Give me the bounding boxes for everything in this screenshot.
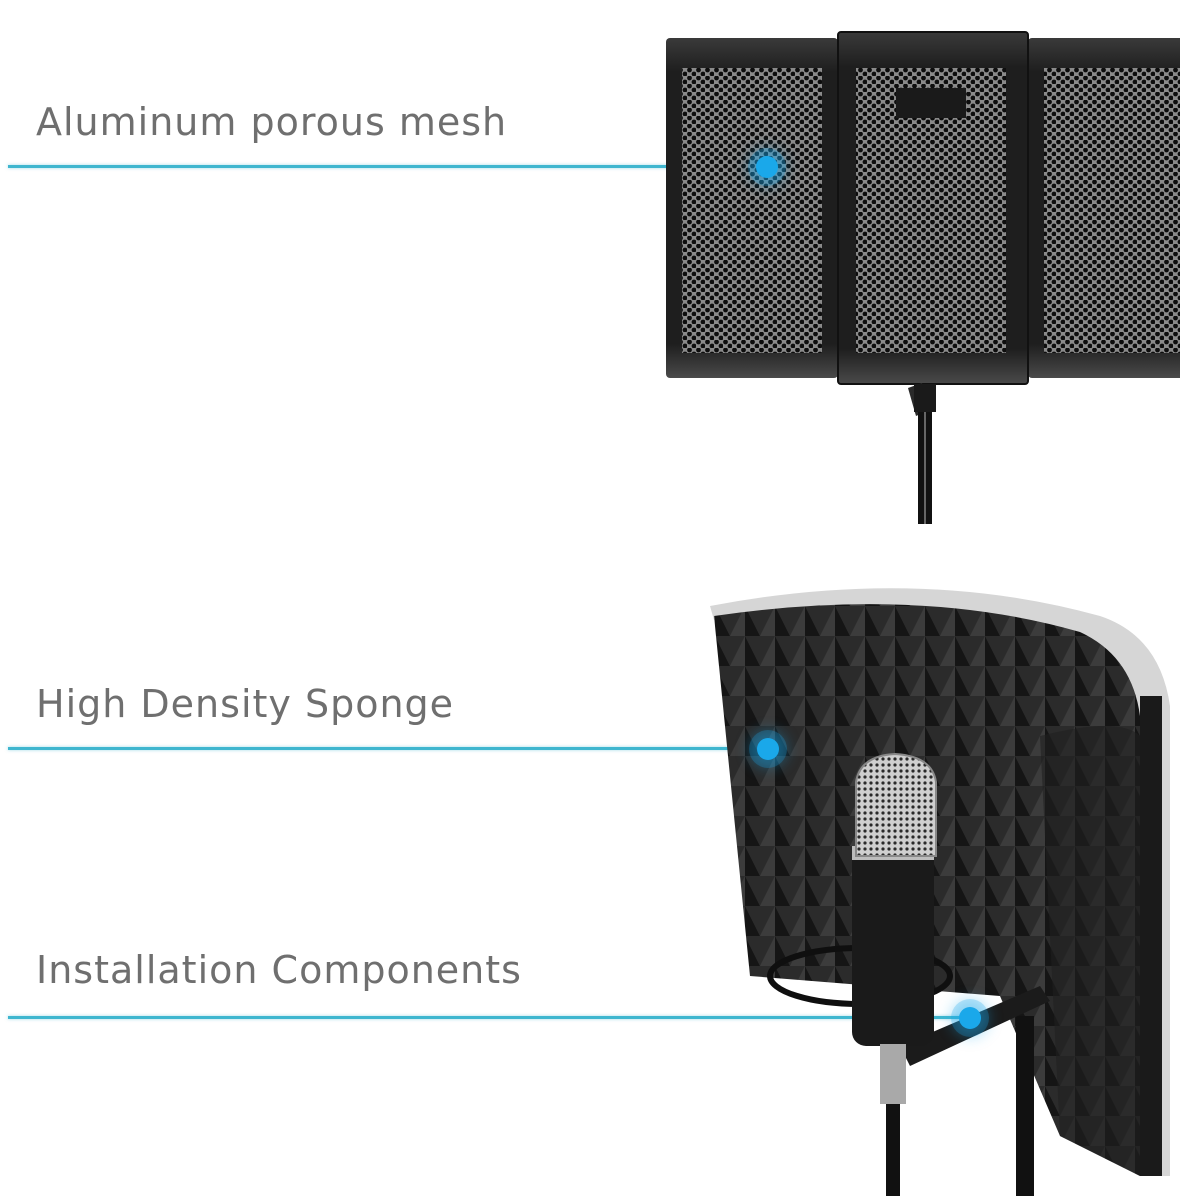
feature-label-high-density-sponge: High Density Sponge (36, 682, 455, 726)
callout-line-installation-components (8, 1016, 968, 1019)
feature-label-aluminum-mesh: Aluminum porous mesh (36, 100, 508, 144)
callout-marker-aluminum-mesh-icon (756, 156, 778, 178)
callout-line-high-density-sponge (8, 747, 768, 750)
callout-marker-high-density-sponge-icon (757, 738, 779, 760)
product-image-mesh-back (660, 28, 1180, 528)
callout-line-aluminum-mesh (8, 165, 760, 168)
reflection-filter-front-graphic (710, 588, 1170, 1196)
product-image-foam-mic (700, 576, 1180, 1196)
feature-label-installation-components: Installation Components (36, 948, 522, 992)
callout-marker-installation-components-icon (959, 1007, 981, 1029)
reflection-filter-back-graphic (666, 31, 1180, 524)
